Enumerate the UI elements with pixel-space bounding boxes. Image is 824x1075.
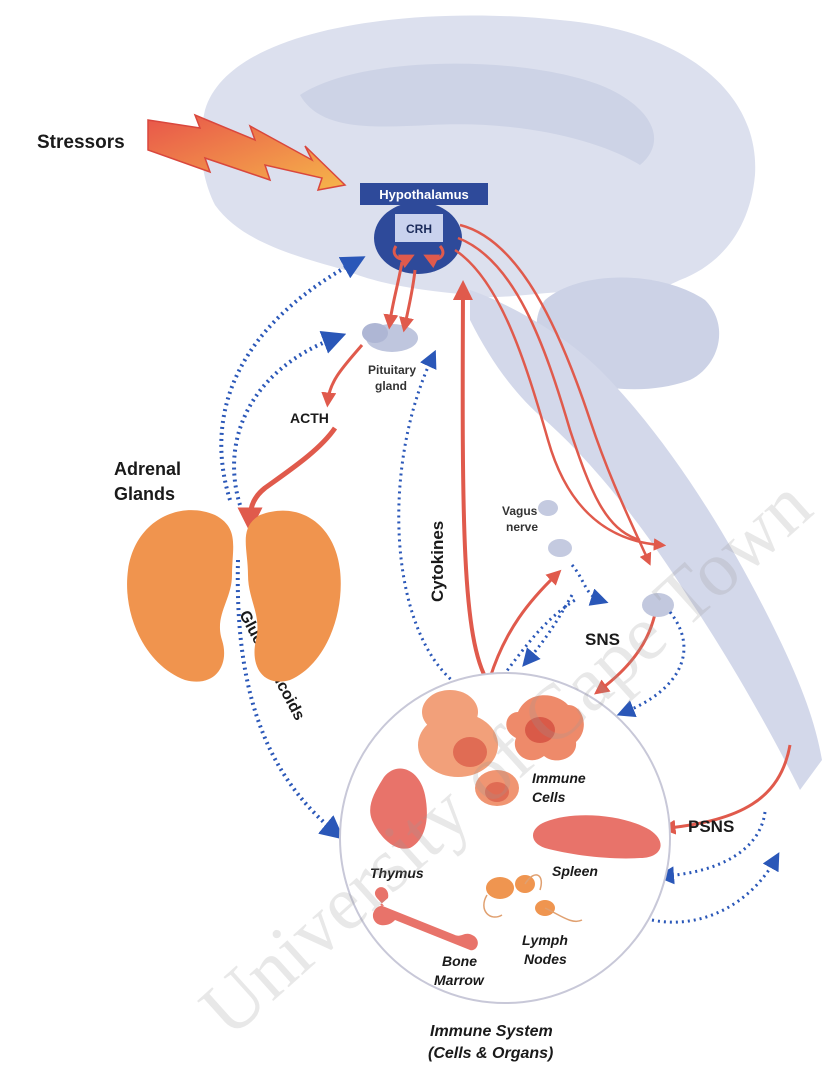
cytokines-main-arrow	[463, 290, 488, 682]
vagus-to-sns-dotted	[572, 565, 600, 600]
psns-to-immune-arrow	[668, 745, 790, 828]
pituitary-label-1: Pituitary	[368, 363, 416, 377]
hypothalamus-node	[374, 202, 462, 274]
left-adrenal	[127, 510, 233, 681]
spleen-label: Spleen	[552, 863, 598, 879]
stressors-label: Stressors	[37, 132, 125, 153]
immune-to-psns-dotted	[652, 860, 775, 922]
immune-cells-label-2: Cells	[532, 789, 566, 805]
pituitary-label-2: gland	[375, 379, 407, 393]
crh-label: CRH	[406, 222, 432, 236]
lymph-label-1: Lymph	[522, 932, 568, 948]
acth-to-adrenal-arrow	[250, 428, 335, 520]
vagus-ganglia	[538, 500, 572, 557]
hypothalamus-label: Hypothalamus	[379, 187, 469, 202]
adrenal-glands	[127, 510, 341, 681]
cytokines-label: Cytokines	[428, 521, 447, 602]
lymph-label-2: Nodes	[524, 951, 567, 967]
pituitary-gland	[362, 323, 418, 352]
vagus-label-2: nerve	[506, 520, 538, 534]
bone-label-2: Marrow	[434, 972, 485, 988]
immune-system-label-1: Immune System	[430, 1023, 553, 1040]
adrenal-label-2: Glands	[114, 484, 175, 504]
hpa-red-arrows	[250, 246, 443, 520]
immune-to-pituitary-dotted	[399, 358, 455, 683]
bone-label-1: Bone	[442, 953, 477, 969]
adrenal-label-1: Adrenal	[114, 459, 181, 479]
psns-label: PSNS	[688, 817, 734, 836]
acth-label: ACTH	[290, 410, 329, 426]
vagus-label-1: Vagus	[502, 504, 538, 518]
immune-system-label-2: (Cells & Organs)	[428, 1045, 553, 1062]
right-adrenal	[246, 511, 341, 682]
pituitary-to-acth-arrow	[328, 345, 362, 400]
